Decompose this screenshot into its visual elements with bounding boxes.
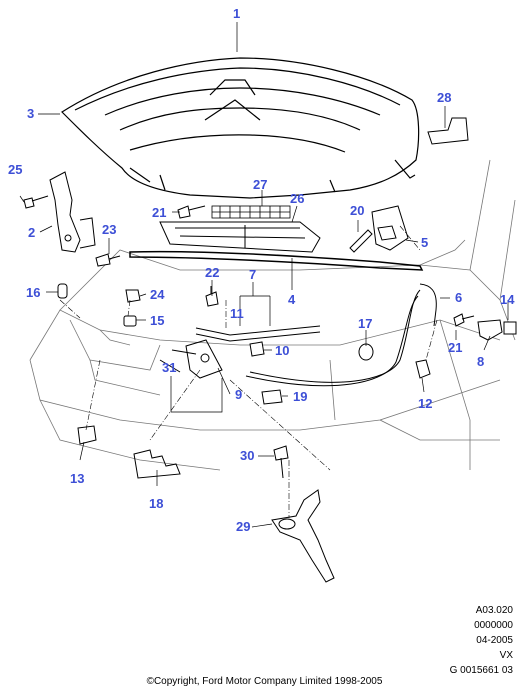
- callout-21-right: 21: [448, 340, 462, 355]
- bracket-18: [133, 449, 181, 479]
- callout-4: 4: [288, 292, 296, 307]
- callout-5: 5: [421, 235, 428, 250]
- callout-22: 22: [205, 265, 219, 280]
- reference-illustration-id: G 0015661 03: [449, 665, 513, 676]
- hood-panel: [61, 57, 420, 199]
- exploded-parts-diagram: 1 2 3 4 5 6 7 8 9 10 11 12 13 14 15 16 1…: [8, 6, 517, 583]
- callout-17: 17: [358, 316, 372, 331]
- callout-24: 24: [150, 287, 165, 302]
- callout-8: 8: [477, 354, 484, 369]
- reference-date: 04-2005: [476, 635, 513, 646]
- callout-18: 18: [149, 496, 163, 511]
- callout-13: 13: [70, 471, 84, 486]
- callout-30: 30: [240, 448, 254, 463]
- callout-19: 19: [293, 389, 307, 404]
- callout-14: 14: [500, 292, 515, 307]
- callout-6: 6: [455, 290, 462, 305]
- callout-16: 16: [26, 285, 40, 300]
- callout-29: 29: [236, 519, 250, 534]
- callout-12: 12: [418, 396, 432, 411]
- cowl-grille: [211, 205, 291, 219]
- release-cable: [195, 283, 437, 387]
- callout-21-upper: 21: [152, 205, 166, 220]
- callout-1: 1: [233, 6, 240, 21]
- callout-7: 7: [249, 267, 256, 282]
- callout-15: 15: [150, 313, 164, 328]
- callout-25: 25: [8, 162, 22, 177]
- callout-23: 23: [102, 222, 116, 237]
- cowl-panel: [159, 221, 321, 253]
- callout-31: 31: [162, 360, 176, 375]
- release-handle: [271, 489, 335, 583]
- leader-lines: [19, 22, 509, 528]
- hood-seal: [129, 250, 424, 271]
- reference-code-2: 0000000: [474, 620, 513, 631]
- callout-28: 28: [437, 90, 451, 105]
- bolts-and-fasteners: [23, 195, 517, 479]
- hood-latch-striker: [371, 205, 409, 251]
- connection-lines: [59, 225, 438, 518]
- copyright-notice: ©Copyright, Ford Motor Company Limited 1…: [146, 676, 383, 687]
- part-callouts: 1 2 3 4 5 6 7 8 9 10 11 12 13 14 15 16 1…: [8, 6, 515, 534]
- callout-10: 10: [275, 343, 289, 358]
- reference-variant: VX: [499, 650, 513, 661]
- reference-code-1: A03.020: [475, 605, 513, 616]
- callout-3: 3: [27, 106, 34, 121]
- callout-11: 11: [230, 306, 244, 321]
- callout-20: 20: [350, 203, 364, 218]
- car-body-outline: [29, 159, 516, 471]
- callout-2: 2: [28, 225, 35, 240]
- bracket-28: [427, 117, 469, 145]
- hood-lock-assembly: [159, 339, 223, 379]
- callout-26: 26: [290, 191, 304, 206]
- hood-hinge: [49, 171, 96, 253]
- callout-27: 27: [253, 177, 267, 192]
- callout-9: 9: [235, 387, 242, 402]
